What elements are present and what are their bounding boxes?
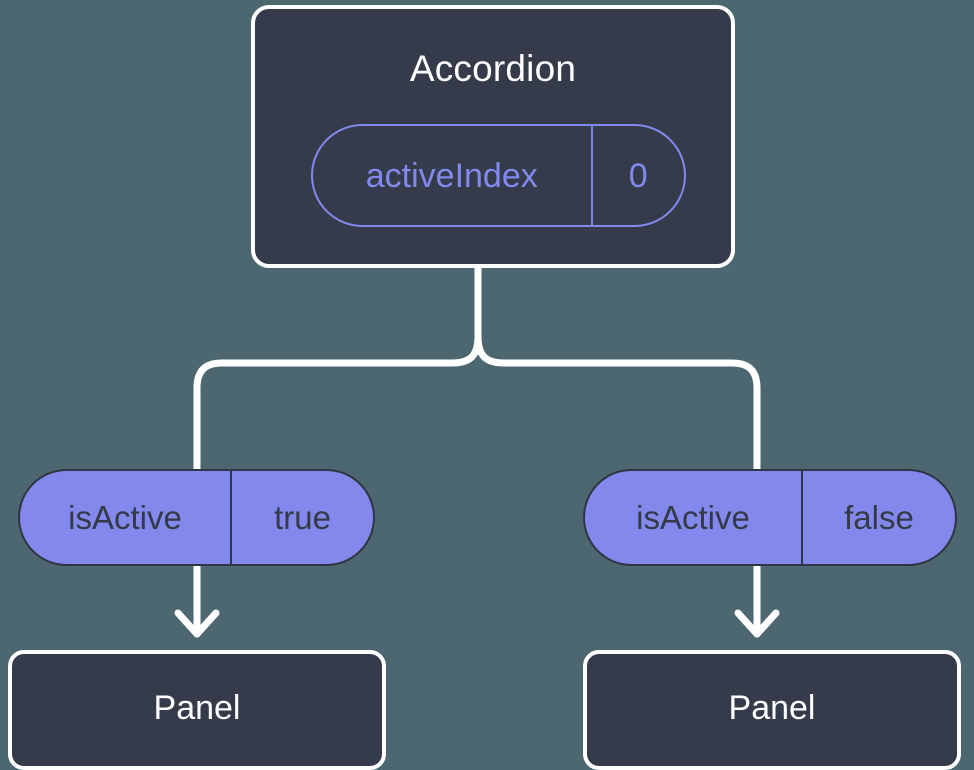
node-panel-right[interactable]: Panel [583, 650, 961, 770]
state-pill-active-index[interactable]: activeIndex 0 [311, 124, 686, 227]
arrow-head-right [734, 609, 780, 638]
state-pill-value: 0 [628, 156, 648, 195]
state-pill-key: activeIndex [313, 126, 593, 225]
prop-pill-is-active-true[interactable]: isActive true [18, 469, 375, 566]
node-panel-left-title: Panel [153, 689, 241, 727]
prop-pill-key: isActive [20, 471, 232, 564]
arrow-head-left [174, 609, 220, 638]
prop-pill-is-active-false[interactable]: isActive false [583, 469, 957, 566]
node-accordion[interactable]: Accordion activeIndex 0 [251, 5, 735, 268]
prop-pill-value: false [844, 499, 914, 536]
connector-branch-right [474, 332, 761, 473]
node-panel-right-title: Panel [728, 689, 816, 727]
prop-pill-key: isActive [585, 471, 803, 564]
connector-branch-left [193, 332, 482, 473]
node-panel-left[interactable]: Panel [8, 650, 386, 770]
node-accordion-title: Accordion [409, 48, 577, 89]
prop-pill-value: true [274, 499, 331, 536]
